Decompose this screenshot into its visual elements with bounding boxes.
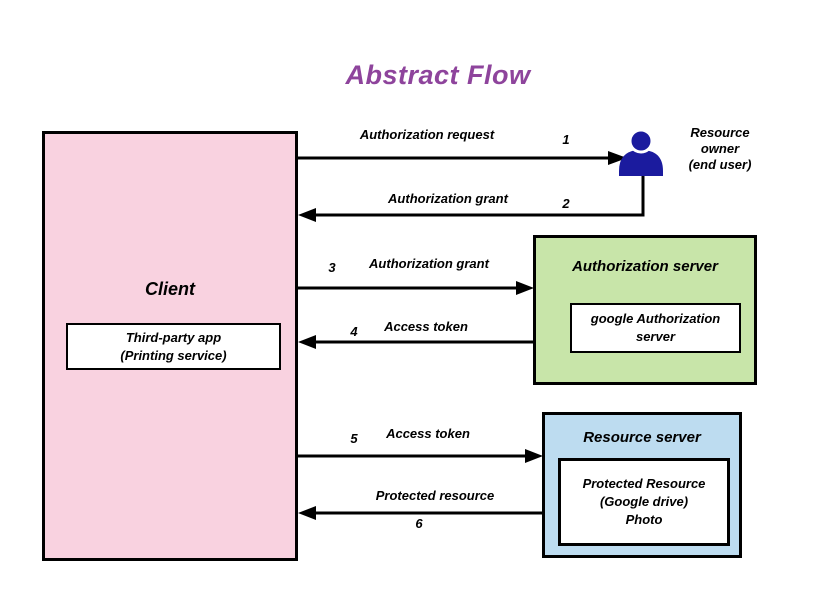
authorization-server-box: Authorization server google Authorizatio… (533, 235, 757, 385)
arrow-3 (298, 281, 534, 295)
resource-server-inner-box: Protected Resource (Google drive) Photo (558, 458, 730, 546)
flow-label-3: Authorization grant (369, 256, 489, 271)
flow-label-4: Access token (384, 319, 468, 334)
diagram-title: Abstract Flow (345, 60, 531, 90)
flow-label-2: Authorization grant (388, 191, 508, 206)
client-inner-line-2: (Printing service) (120, 347, 227, 363)
resource-server-box: Resource server Protected Resource (Goog… (542, 412, 742, 558)
arrow-1 (298, 151, 627, 165)
resource-owner-line-2: owner (700, 141, 740, 156)
arrow-4 (298, 335, 533, 349)
authorization-server-inner-line-1: google Authorization (590, 311, 721, 326)
arrow-6 (298, 506, 542, 520)
arrow-2 (298, 174, 645, 222)
resource-server-label: Resource server (583, 429, 701, 446)
flow-label-6: Protected resource (375, 488, 495, 503)
resource-server-inner-line-1: Protected Resource (582, 476, 706, 491)
person-icon (619, 128, 663, 176)
resource-owner-line-3: (end user) (688, 157, 752, 172)
resource-server-inner-line-3: Photo (625, 512, 663, 527)
client-inner-line-1: Third-party app (125, 329, 222, 345)
flow-step-6: 6 (415, 516, 423, 531)
resource-owner-line-1: Resource (690, 125, 750, 140)
client-box: Client Third-party app (Printing service… (42, 131, 298, 561)
flow-step-4: 4 (350, 324, 358, 339)
flow-label-5: Access token (386, 426, 470, 441)
client-label: Client (144, 279, 195, 299)
flow-step-1: 1 (562, 132, 570, 147)
flow-step-2: 2 (562, 196, 570, 211)
client-inner-box: Third-party app (Printing service) (66, 323, 281, 370)
flow-step-5: 5 (350, 431, 358, 446)
authorization-server-label: Authorization server (572, 258, 718, 275)
flow-label-1: Authorization request (359, 127, 495, 142)
authorization-server-inner-box: google Authorization server (570, 303, 741, 353)
arrow-5 (298, 449, 543, 463)
resource-owner-label: Resource owner (end user) (660, 125, 780, 173)
resource-server-inner-line-2: (Google drive) (599, 494, 689, 509)
flow-step-3: 3 (328, 260, 336, 275)
authorization-server-inner-line-2: server (635, 329, 676, 344)
